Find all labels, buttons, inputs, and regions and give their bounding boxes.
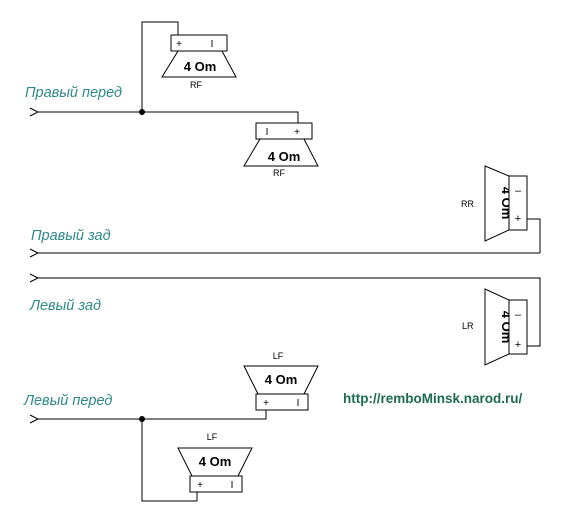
speaker-lf-bottom: 4 Om + I: [177, 447, 253, 493]
junction-dot-right-front: [139, 109, 145, 115]
label-right-rear: Правый зад: [31, 228, 111, 244]
website-link[interactable]: http://remboMinsk.narod.ru/: [343, 391, 523, 406]
speaker-tag-lr: LR: [462, 321, 474, 331]
negative-terminal: I: [231, 480, 234, 491]
junction-dot-left-front: [139, 416, 145, 422]
positive-terminal: +: [515, 213, 521, 225]
positive-terminal: +: [263, 398, 269, 409]
speaker-tag-lf-top: LF: [273, 351, 284, 361]
speaker-tag: RF: [273, 168, 285, 178]
terminal-block: [508, 175, 528, 231]
impedance-label: 4 Om: [184, 59, 217, 74]
speaker-lf-top: 4 Om + I: [243, 365, 319, 411]
speaker-tag: RF: [190, 80, 202, 90]
speaker-cone-icon: [161, 50, 237, 78]
wire-right-front-branch: [141, 21, 179, 112]
input-arrow-right-rear: [29, 248, 40, 258]
terminal-block: [255, 393, 309, 411]
input-arrow-left-front: [29, 414, 40, 424]
positive-terminal: +: [515, 339, 521, 351]
wire-left-rear-main: [38, 277, 541, 347]
speaker-rf-bottom: I + 4 Om RF: [243, 122, 319, 178]
wire-left-front-branch: [141, 419, 198, 502]
speaker-lr: 4 Om – +: [484, 288, 528, 366]
positive-terminal: +: [176, 39, 182, 50]
positive-terminal: +: [197, 480, 203, 491]
impedance-label: 4 Om: [199, 454, 232, 469]
positive-terminal: +: [294, 127, 300, 138]
speaker-tag-rr: RR: [461, 199, 474, 209]
negative-terminal: I: [211, 39, 214, 50]
wire-left-front-main: [38, 410, 267, 420]
input-arrow-right-front: [29, 107, 40, 117]
terminal-block: [255, 122, 313, 140]
speaker-tag-lf-bottom: LF: [207, 432, 218, 442]
label-left-front: Левый перед: [23, 393, 112, 409]
input-arrow-left-rear: [29, 273, 40, 283]
label-left-rear: Левый зад: [29, 298, 101, 314]
negative-terminal: –: [515, 309, 522, 321]
speaker-rr: 4 Om – +: [484, 165, 528, 242]
label-right-front: Правый перед: [25, 85, 122, 101]
terminal-block: [508, 299, 528, 355]
terminal-block: [189, 475, 243, 493]
negative-terminal: I: [297, 398, 300, 409]
speaker-rf-top: + I 4 Om RF: [161, 34, 237, 90]
speaker-cone-icon: [243, 138, 319, 167]
wire-right-rear-return: [527, 218, 541, 253]
impedance-label: 4 Om: [265, 372, 298, 387]
negative-terminal: I: [266, 127, 269, 138]
impedance-label: 4 Om: [268, 149, 301, 164]
negative-terminal: –: [515, 185, 522, 197]
